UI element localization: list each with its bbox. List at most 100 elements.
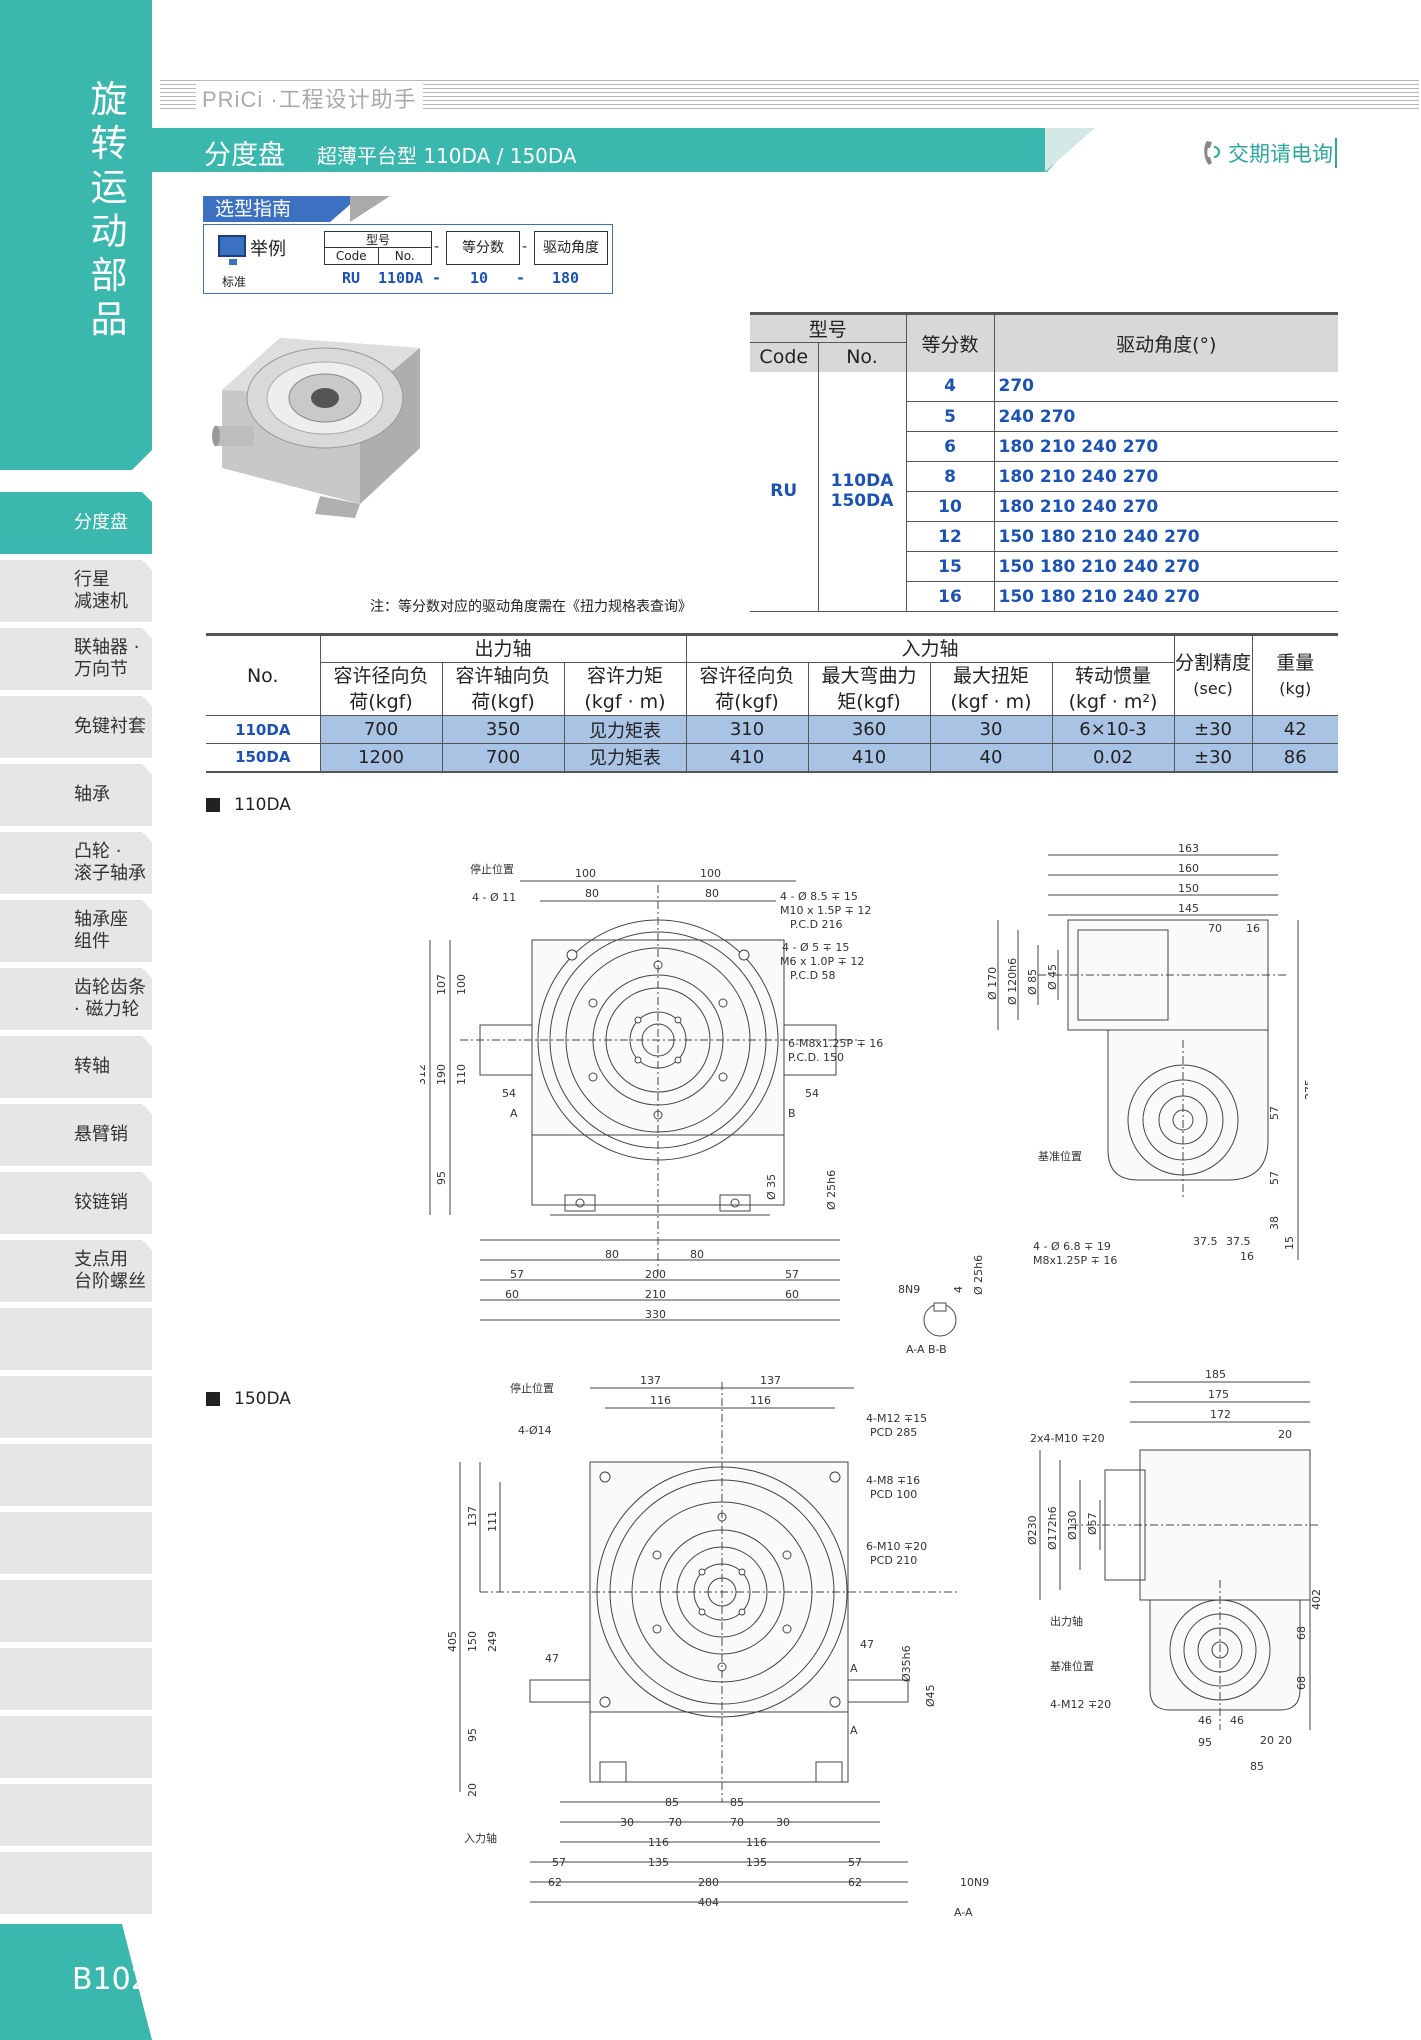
svg-text:M6 x 1.0P ∓ 12: M6 x 1.0P ∓ 12: [780, 955, 864, 968]
svg-text:15: 15: [1283, 1236, 1296, 1250]
svg-text:Ø172h6: Ø172h6: [1046, 1506, 1059, 1550]
svg-text:116: 116: [650, 1394, 671, 1407]
svg-text:A-A: A-A: [954, 1906, 973, 1919]
svg-text:185: 185: [1205, 1368, 1226, 1381]
svg-text:10N9: 10N9: [960, 1876, 989, 1889]
sidebar-item[interactable]: 免键衬套: [0, 696, 152, 758]
svg-text:20: 20: [1278, 1428, 1292, 1441]
sidebar-empty-slot: [0, 1648, 152, 1710]
sidebar-empty-slot: [0, 1716, 152, 1778]
svg-text:38: 38: [1268, 1216, 1281, 1230]
svg-text:停止位置: 停止位置: [470, 862, 514, 876]
svg-text:249: 249: [486, 1631, 499, 1652]
svg-text:107: 107: [435, 974, 448, 995]
drawing-150da-front: 137 137 116 116 停止位置 4-Ø14 4-M12 ∓15 PCD…: [446, 1374, 989, 1919]
svg-text:80: 80: [705, 887, 719, 900]
svg-text:137: 137: [466, 1506, 479, 1527]
svg-text:Ø 85: Ø 85: [1026, 969, 1039, 995]
svg-text:95: 95: [435, 1171, 448, 1185]
sidebar-item[interactable]: 轴承: [0, 764, 152, 826]
sidebar-item[interactable]: 齿轮齿条 · 磁力轮: [0, 968, 152, 1030]
svg-text:4 - Ø 11: 4 - Ø 11: [472, 891, 516, 904]
svg-text:46: 46: [1230, 1714, 1244, 1727]
sidebar-item[interactable]: 联轴器 · 万向节: [0, 628, 152, 690]
svg-text:70: 70: [1208, 922, 1222, 935]
drawing-150da-side: 185 175 172 20 2x4-M10 ∓20 Ø230 Ø172h6 Ø…: [1026, 1368, 1320, 1773]
svg-text:57: 57: [1268, 1171, 1281, 1185]
svg-text:275: 275: [1303, 1079, 1308, 1100]
svg-text:37.5: 37.5: [1226, 1235, 1251, 1248]
svg-text:Ø45: Ø45: [924, 1684, 937, 1707]
page-title: 分度盘: [204, 140, 285, 171]
sidebar-empty-slot: [0, 1512, 152, 1574]
svg-text:137: 137: [760, 1374, 781, 1387]
guide-div-box: 等分数: [446, 231, 520, 265]
sidebar-item[interactable]: 分度盘: [0, 492, 152, 554]
svg-text:95: 95: [466, 1728, 479, 1742]
svg-text:4-M12 ∓20: 4-M12 ∓20: [1050, 1698, 1111, 1711]
svg-text:68: 68: [1295, 1676, 1308, 1690]
sidebar-item[interactable]: 悬臂销: [0, 1104, 152, 1166]
sidebar-item[interactable]: 行星 减速机: [0, 560, 152, 622]
svg-text:116: 116: [750, 1394, 771, 1407]
svg-text:20: 20: [1260, 1734, 1274, 1747]
sidebar-item[interactable]: 铰链销: [0, 1172, 152, 1234]
svg-text:60: 60: [785, 1288, 799, 1301]
sidebar-empty-slot: [0, 1444, 152, 1506]
svg-text:150: 150: [1178, 882, 1199, 895]
svg-text:100: 100: [700, 867, 721, 880]
svg-text:80: 80: [690, 1248, 704, 1261]
svg-text:A-A B-B: A-A B-B: [906, 1343, 947, 1356]
svg-text:P.C.D 58: P.C.D 58: [790, 969, 836, 982]
svg-text:68: 68: [1295, 1626, 1308, 1640]
category-title: 旋 转 运 动 部 品: [90, 78, 128, 341]
svg-text:4: 4: [952, 1286, 965, 1293]
svg-text:Ø 25h6: Ø 25h6: [825, 1170, 838, 1210]
sidebar-empty-slot: [0, 1376, 152, 1438]
sidebar-empty-slot: [0, 1580, 152, 1642]
sidebar-item[interactable]: 轴承座 组件: [0, 900, 152, 962]
svg-text:80: 80: [585, 887, 599, 900]
svg-text:A: A: [850, 1724, 858, 1737]
svg-text:A: A: [850, 1662, 858, 1675]
svg-text:330: 330: [645, 1308, 666, 1321]
svg-text:47: 47: [860, 1638, 874, 1651]
svg-text:基准位置: 基准位置: [1050, 1659, 1094, 1673]
svg-text:M8x1.25P ∓ 16: M8x1.25P ∓ 16: [1033, 1254, 1117, 1267]
page-subtitle: 超薄平台型 110DA / 150DA: [317, 144, 577, 168]
svg-text:37.5: 37.5: [1193, 1235, 1218, 1248]
svg-text:停止位置: 停止位置: [510, 1381, 554, 1395]
sidebar-item[interactable]: 凸轮 · 滚子轴承: [0, 832, 152, 894]
svg-text:175: 175: [1208, 1388, 1229, 1401]
delivery-note: 交期请电询: [1200, 138, 1337, 168]
svg-text:16: 16: [1240, 1250, 1254, 1263]
svg-text:Ø35h6: Ø35h6: [900, 1645, 913, 1682]
svg-text:PCD 100: PCD 100: [870, 1488, 917, 1501]
svg-text:4 - Ø 8.5 ∓ 15: 4 - Ø 8.5 ∓ 15: [780, 890, 858, 903]
svg-text:PCD 285: PCD 285: [870, 1426, 917, 1439]
svg-text:Ø 25h6: Ø 25h6: [972, 1255, 985, 1295]
sidebar-item[interactable]: 支点用 台阶螺丝: [0, 1240, 152, 1302]
performance-table: No. 出力轴 入力轴 分割精度(sec) 重量(kg) 容许径向负荷(kgf)…: [206, 633, 1338, 773]
svg-text:Ø 170: Ø 170: [986, 967, 999, 1000]
guide-angle-box: 驱动角度: [534, 231, 608, 265]
guide-example: 举例: [250, 239, 286, 260]
svg-text:85: 85: [1250, 1760, 1264, 1773]
svg-text:150: 150: [466, 1631, 479, 1652]
sidebar-header: 旋 转 运 动 部 品: [0, 0, 152, 470]
svg-text:200: 200: [645, 1268, 666, 1281]
svg-text:57: 57: [785, 1268, 799, 1281]
svg-text:PCD 210: PCD 210: [870, 1554, 917, 1567]
svg-text:46: 46: [1198, 1714, 1212, 1727]
sidebar-item[interactable]: 转轴: [0, 1036, 152, 1098]
svg-text:312: 312: [420, 1064, 428, 1085]
svg-text:54: 54: [805, 1087, 819, 1100]
svg-text:20: 20: [1278, 1734, 1292, 1747]
svg-text:80: 80: [605, 1248, 619, 1261]
